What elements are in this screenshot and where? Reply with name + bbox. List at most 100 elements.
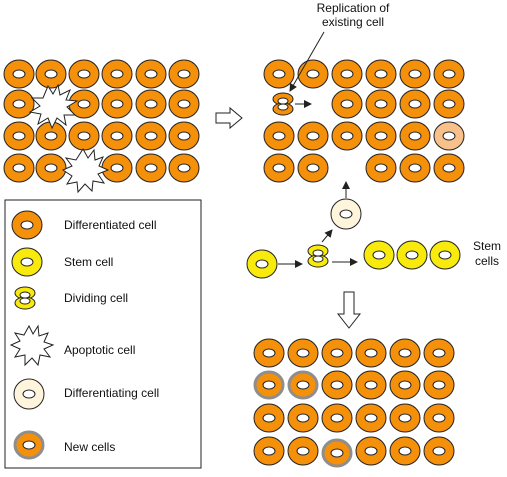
differentiated-cell: [287, 338, 319, 368]
new-cell: [287, 370, 319, 400]
differentiated-cell: [168, 89, 200, 119]
stem-cell: [246, 249, 278, 279]
legend-stem-label: Stem cell: [64, 255, 113, 269]
differentiated-cell: [3, 59, 35, 89]
replication-label-line2: existing cell: [322, 15, 384, 29]
differentiated-cell: [101, 121, 133, 151]
differentiated-cell: [389, 338, 421, 368]
differentiated-cell: [423, 338, 455, 368]
new-cell: [321, 438, 353, 468]
differentiated-cell: [423, 436, 455, 466]
hollow-arrow-down: [336, 291, 362, 329]
stem-cell: [429, 240, 461, 270]
differentiated-cell: [101, 89, 133, 119]
stem-cell-process: [246, 181, 461, 279]
dividing-to-differentiating-arrow: [321, 229, 333, 243]
differentiated-cell: [135, 89, 167, 119]
differentiated-cell: [321, 403, 353, 433]
differentiated-cell: [101, 153, 133, 183]
differentiated-cell: [168, 121, 200, 151]
differentiated-cell: [3, 153, 35, 183]
hollow-arrow-right: [215, 106, 243, 130]
differentiated-cell: [68, 59, 100, 89]
stem-cells-label-line1: Stem: [473, 239, 501, 253]
differentiated-cell: [433, 89, 465, 119]
differentiated-cell: [365, 59, 397, 89]
differentiated-cell: [389, 370, 421, 400]
differentiated-cell: [68, 121, 100, 151]
differentiated-cell: [135, 59, 167, 89]
differentiated-cell: [253, 436, 285, 466]
differentiated-cell: [399, 89, 431, 119]
differentiated-cell: [365, 121, 397, 151]
differentiated-cell: [365, 153, 397, 183]
differentiated-cell: [135, 121, 167, 151]
differentiated-cell: [365, 89, 397, 119]
differentiated-cell: [355, 370, 387, 400]
differentiated-cell: [433, 59, 465, 89]
new-cell: [253, 370, 285, 400]
differentiated-cell: [331, 121, 363, 151]
differentiated-cell: [297, 59, 329, 89]
differentiated-cell: [423, 370, 455, 400]
stem-cells-label-line2: cells: [475, 254, 499, 268]
differentiating-cell: [330, 198, 362, 230]
legend-differentiating-icon: [13, 378, 45, 410]
differentiated-cell: [423, 403, 455, 433]
differentiated-cell: [399, 153, 431, 183]
legend-differentiated-label: Differentiated cell: [64, 218, 157, 232]
stem-cell: [396, 240, 428, 270]
replication-pointer-line: [289, 31, 325, 92]
differentiated-cell: [35, 153, 67, 183]
differentiated-cell: [331, 59, 363, 89]
differentiated-cell: [399, 59, 431, 89]
legend-dividing-label: Dividing cell: [64, 291, 128, 305]
legend-apoptotic-label: Apoptotic cell: [64, 343, 135, 357]
apoptotic-cell: [28, 83, 79, 130]
differentiated-cell: [297, 153, 329, 183]
repairing-tissue-grid: [263, 59, 465, 183]
apoptotic-cell: [61, 148, 110, 194]
legend-differentiated-icon: [11, 210, 43, 240]
stem-cell: [363, 240, 395, 270]
differentiated-cell: [287, 436, 319, 466]
differentiated-cell: [168, 153, 200, 183]
dividing-cell: [272, 92, 294, 116]
differentiated-cell: [389, 436, 421, 466]
differentiated-cell: [253, 403, 285, 433]
differentiated-cell: [355, 403, 387, 433]
differentiated-cell: [135, 153, 167, 183]
legend-stem-icon: [11, 247, 43, 277]
differentiated-cell: [101, 59, 133, 89]
differentiated-cell: [355, 338, 387, 368]
differentiated-cell: [389, 403, 421, 433]
legend-differentiating-label: Differentiating cell: [64, 386, 159, 400]
differentiated-cell: [35, 59, 67, 89]
differentiated-cell: [433, 153, 465, 183]
differentiated-cell: [287, 403, 319, 433]
legend-box: Differentiated cell Stem cell Dividing c…: [4, 199, 202, 469]
differentiated-cell: [399, 121, 431, 151]
maturing-cell: [433, 121, 465, 151]
replication-label-line1: Replication of: [317, 1, 390, 15]
differentiated-cell: [263, 153, 295, 183]
differentiated-cell: [3, 89, 35, 119]
damaged-tissue-grid: [3, 59, 200, 194]
differentiated-cell: [321, 338, 353, 368]
differentiated-cell: [263, 121, 295, 151]
legend-apoptotic-icon: [9, 324, 55, 367]
dividing-cell: [307, 244, 329, 268]
legend-new-cell-icon: [13, 430, 45, 460]
differentiated-cell: [253, 338, 285, 368]
differentiated-cell: [355, 436, 387, 466]
differentiated-cell: [297, 121, 329, 151]
differentiated-cell: [321, 370, 353, 400]
differentiated-cell: [168, 59, 200, 89]
regenerated-tissue-grid: [253, 338, 455, 468]
legend-new-label: New cells: [64, 440, 115, 454]
differentiated-cell: [3, 121, 35, 151]
differentiated-cell: [263, 59, 295, 89]
differentiated-cell: [331, 89, 363, 119]
